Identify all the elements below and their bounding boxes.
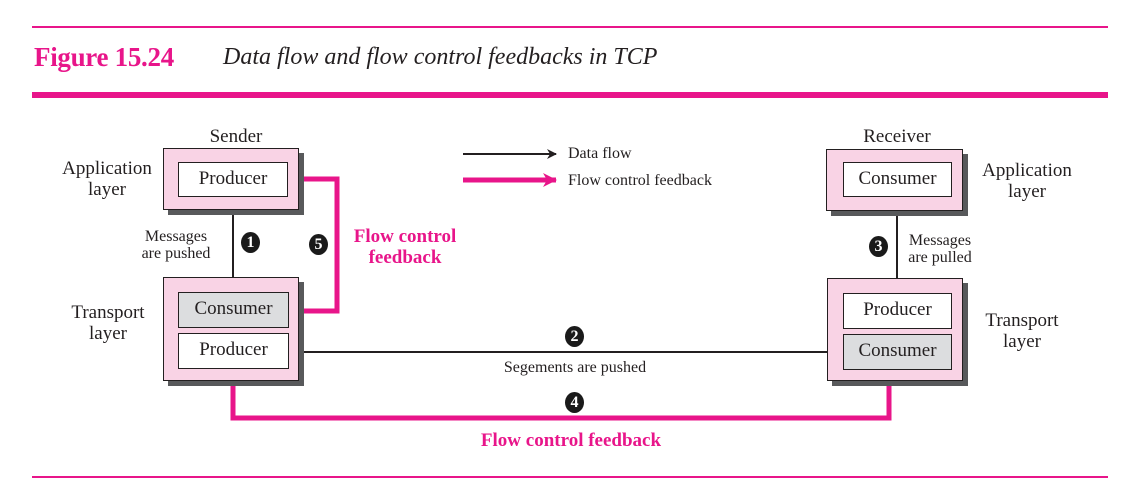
figure-title: Data flow and flow control feedbacks in … — [223, 44, 658, 70]
label-line: Messages — [144, 228, 208, 245]
receiver-transport-layer-label: Transport layer — [972, 310, 1072, 352]
step1-label: Messages are pushed — [128, 228, 224, 262]
receiver-application-layer-label: Application layer — [972, 160, 1082, 202]
label-line: Messages — [908, 232, 972, 249]
bottom-rule — [32, 476, 1108, 478]
step4-badge: 4 — [565, 392, 584, 413]
step3-label: Messages are pulled — [900, 232, 980, 266]
receiver-transport-consumer: Consumer — [843, 334, 952, 370]
label-line: layer — [88, 179, 126, 200]
sender-application-box: Producer — [163, 148, 299, 210]
step4-label: Flow control feedback — [480, 430, 662, 451]
figure-number: Figure 15.24 — [34, 42, 174, 72]
receiver-application-box: Consumer — [826, 149, 963, 211]
receiver-heading: Receiver — [863, 126, 931, 147]
label-line: Flow control — [353, 226, 457, 247]
label-line: Application — [982, 160, 1072, 181]
label-line: Transport — [985, 310, 1059, 331]
step1-badge: 1 — [241, 232, 260, 253]
step4-feedback-arrow — [226, 369, 892, 421]
caption-rule — [32, 92, 1108, 98]
label-line: layer — [1003, 331, 1041, 352]
sender-transport-producer: Producer — [178, 333, 289, 369]
step5-badge: 5 — [309, 234, 328, 255]
sender-application-layer-label: Application layer — [52, 158, 162, 200]
sender-transport-layer-label: Transport layer — [58, 302, 158, 344]
step3-badge: 3 — [869, 236, 888, 257]
label-line: layer — [89, 323, 127, 344]
sender-heading: Sender — [209, 126, 263, 147]
label-line: feedback — [368, 247, 442, 268]
receiver-transport-producer: Producer — [843, 293, 952, 329]
sender-transport-box: Consumer Producer — [163, 277, 299, 381]
label-line: layer — [1008, 181, 1046, 202]
label-line: Application — [62, 158, 152, 179]
sender-transport-consumer: Consumer — [178, 292, 289, 328]
top-rule — [32, 26, 1108, 28]
receiver-app-consumer: Consumer — [843, 162, 952, 197]
sender-app-producer: Producer — [178, 162, 288, 197]
step2-label: Segements are pushed — [503, 359, 647, 376]
legend-feedback-label: Flow control feedback — [568, 172, 712, 189]
step5-label: Flow control feedback — [344, 226, 466, 268]
step5-feedback-arrow — [286, 172, 340, 314]
label-line: Transport — [71, 302, 145, 323]
legend-data-flow-label: Data flow — [568, 145, 632, 162]
receiver-transport-box: Producer Consumer — [827, 278, 963, 381]
step2-badge: 2 — [565, 326, 584, 347]
label-line: are pushed — [141, 245, 211, 262]
label-line: are pulled — [908, 249, 972, 266]
